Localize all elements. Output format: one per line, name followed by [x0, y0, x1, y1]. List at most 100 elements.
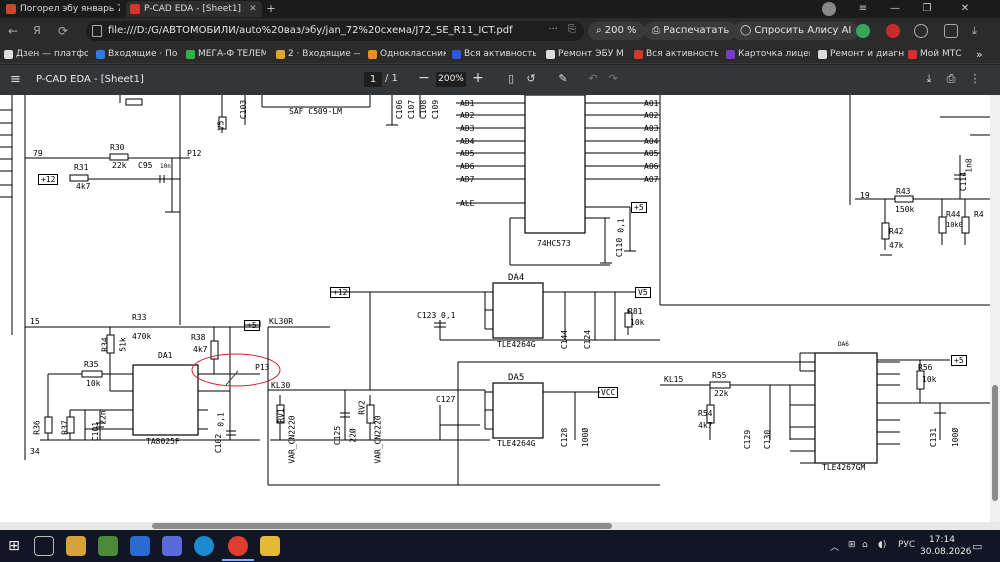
- bookmark-favicon-icon: [452, 49, 461, 59]
- tab-pogorel[interactable]: Погорел эбу январь 7.2 к: [2, 1, 120, 17]
- bookmark-favicon-icon: [96, 49, 105, 59]
- bookmark-item[interactable]: 2 · Входящие — Я: [276, 47, 360, 61]
- back-arrow-icon[interactable]: ←: [7, 24, 19, 38]
- print-icon[interactable]: ⎙: [946, 72, 956, 85]
- adblock-extension-icon[interactable]: [886, 24, 900, 38]
- bookmark-item[interactable]: Мой МТС: [908, 47, 966, 61]
- value-label: 10k: [86, 379, 101, 388]
- bookmark-label: Карточка лицево: [738, 49, 810, 59]
- tab-label: Погорел эбу январь 7.2 к: [20, 4, 120, 14]
- chip-label: SAF C509-LM: [289, 107, 342, 116]
- undo-icon[interactable]: ↶: [588, 72, 598, 85]
- bookmark-item[interactable]: Дзен — платформ: [4, 47, 88, 61]
- bookmark-label: Мой МТС: [920, 49, 962, 59]
- tray-wifi-icon[interactable]: ⌂: [862, 540, 868, 550]
- horizontal-scroll-thumb[interactable]: [152, 523, 612, 529]
- net-label: KL30: [271, 381, 291, 390]
- pdf-viewport[interactable]: SAF C509-LM 74HC573 TLE4264G TLE4264G TL…: [0, 95, 1000, 522]
- bookmark-item[interactable]: Одноклассники: [368, 47, 446, 61]
- top-right-wiring: [659, 95, 990, 306]
- hamburger-menu-icon[interactable]: ≡: [10, 72, 21, 87]
- file-explorer-icon[interactable]: [260, 536, 280, 556]
- menu-icon[interactable]: ≡: [858, 3, 868, 14]
- zoom-out-icon[interactable]: −: [418, 70, 430, 86]
- bookmark-favicon-icon: [368, 49, 377, 59]
- task-view-icon[interactable]: [34, 536, 54, 556]
- close-tab-icon[interactable]: ✕: [249, 4, 257, 14]
- print-button[interactable]: ⎙ Распечатать: [644, 22, 738, 40]
- yandex-logo-icon[interactable]: Я: [33, 24, 41, 37]
- download-icon[interactable]: ⤓: [926, 72, 932, 85]
- bookmark-item[interactable]: Входящие · Почта: [96, 47, 178, 61]
- rotate-icon[interactable]: ↺: [526, 72, 536, 85]
- bookmark-icon[interactable]: ⎘: [568, 24, 576, 35]
- reload-icon[interactable]: ⟳: [57, 24, 69, 38]
- fit-page-icon[interactable]: ▯: [507, 72, 515, 85]
- shield-extension-icon[interactable]: [856, 24, 870, 38]
- horizontal-scrollbar[interactable]: [0, 522, 1000, 530]
- bookmark-item[interactable]: Ремонт ЭБУ М74: [546, 47, 624, 61]
- ref-label: R4: [974, 210, 984, 219]
- ask-alice-button[interactable]: ◯ Спросить Алису AI: [732, 22, 860, 40]
- tray-network-icon[interactable]: ⊞: [848, 540, 856, 550]
- annotate-icon[interactable]: ✎: [558, 72, 568, 85]
- bookmark-favicon-icon: [634, 49, 643, 59]
- ref-label: R38: [191, 333, 206, 342]
- zoom-in-icon[interactable]: +: [472, 70, 484, 86]
- input-language[interactable]: РУС: [898, 540, 916, 550]
- bookmarks-more-button[interactable]: »: [976, 47, 983, 61]
- vertical-scrollbar[interactable]: [990, 95, 1000, 522]
- bookmark-item[interactable]: Вся активность -: [634, 47, 718, 61]
- ref-label: C131: [929, 427, 939, 448]
- extensions-puzzle-icon[interactable]: [914, 24, 928, 38]
- zoom-magnifier-icon: ⌕: [596, 25, 605, 36]
- teams-app-icon[interactable]: [162, 536, 182, 556]
- windows-start-icon[interactable]: ⊞: [8, 538, 20, 554]
- system-clock[interactable]: 17:14 30.08.2026: [920, 534, 972, 558]
- bus-label: ALE: [460, 199, 475, 208]
- bookmark-item[interactable]: Карточка лицево: [726, 47, 810, 61]
- more-dots-icon[interactable]: ···: [548, 24, 558, 35]
- pdf-toolbar: ≡ P-CAD EDA - [Sheet1] 1 / 1 − 200% + ▯ …: [0, 65, 1000, 95]
- file-icon: [92, 25, 102, 37]
- value-label: 22k: [112, 161, 127, 170]
- bookmark-label: Ремонт ЭБУ М74: [558, 49, 624, 59]
- value-label: 51k: [118, 337, 128, 352]
- active-app-indicator: [222, 559, 254, 561]
- close-window-button[interactable]: ✕: [960, 3, 970, 14]
- ref-label: C103: [239, 99, 249, 120]
- ref-label: C127: [436, 395, 456, 404]
- new-tab-button[interactable]: +: [266, 2, 276, 15]
- bookmark-item[interactable]: Ремонт и диагнос: [818, 47, 904, 61]
- bookmark-item[interactable]: МЕГА-Ф ТЕЛЕМА: [186, 47, 266, 61]
- bus-label: A02: [644, 111, 659, 120]
- ref-label: C106: [395, 99, 405, 120]
- edge-app-icon[interactable]: [194, 536, 214, 556]
- notification-icon[interactable]: ▭: [972, 540, 983, 553]
- minimize-button[interactable]: —: [890, 3, 900, 14]
- tray-volume-icon[interactable]: ◖): [878, 540, 887, 550]
- zoom-level-input[interactable]: 200%: [436, 72, 466, 87]
- tray-chevron-icon[interactable]: ︿: [830, 543, 840, 553]
- zoom-indicator[interactable]: ⌕ 200 %: [588, 22, 645, 40]
- value-label: 4k7: [698, 421, 713, 430]
- url-field[interactable]: file:///D:/G/АВТОМОБИЛИ/auto%20ваз/эбу/j…: [86, 21, 584, 41]
- store-app-icon[interactable]: [130, 536, 150, 556]
- tab-pcad[interactable]: P-CAD EDA - [Sheet1] ✕: [126, 1, 262, 17]
- page-number-input[interactable]: 1: [364, 72, 382, 87]
- profile-avatar[interactable]: [822, 2, 836, 16]
- bookmark-item[interactable]: Вся активность –: [452, 47, 536, 61]
- collections-icon[interactable]: [944, 24, 958, 38]
- more-vertical-icon[interactable]: ⋮: [969, 72, 981, 85]
- restore-button[interactable]: ❐: [922, 3, 932, 14]
- net-label: 79: [33, 149, 43, 158]
- value-label: 22k: [714, 389, 729, 398]
- yandex-browser-icon[interactable]: [228, 536, 248, 556]
- vertical-scroll-thumb[interactable]: [992, 385, 998, 501]
- browser-app-icon[interactable]: [98, 536, 118, 556]
- bus-label: AD1: [460, 99, 475, 108]
- calendar-app-icon[interactable]: [66, 536, 86, 556]
- redo-icon[interactable]: ↷: [608, 72, 618, 85]
- downloads-icon[interactable]: ⤓: [972, 24, 977, 37]
- page-count: / 1: [385, 73, 398, 84]
